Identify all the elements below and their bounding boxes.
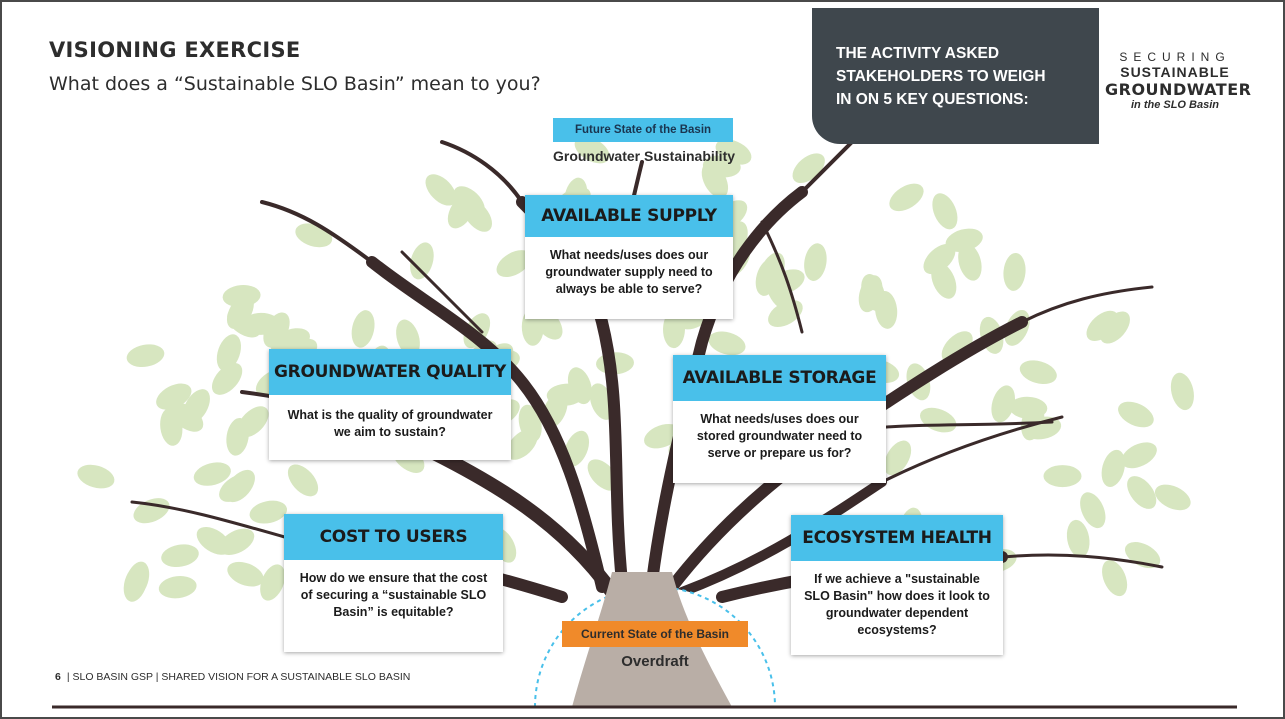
leaf (931, 262, 957, 299)
question-box-supply: AVAILABLE SUPPLY What needs/uses does ou… (525, 195, 733, 319)
leaf (1121, 442, 1157, 469)
leaf (1019, 360, 1057, 384)
leaf (1124, 542, 1161, 569)
leaf (1009, 396, 1048, 419)
leaf (1127, 476, 1157, 509)
question-box-cost: COST TO USERS How do we ensure that the … (284, 514, 503, 652)
leaf (1118, 401, 1154, 428)
leaf (574, 136, 610, 164)
leaf (170, 402, 204, 432)
question-text: What needs/uses does our groundwater sup… (545, 248, 713, 296)
leaf (425, 174, 457, 206)
leaf (216, 334, 242, 371)
leaf (1154, 484, 1191, 511)
leaf (133, 498, 170, 524)
slide-title: VISIONING EXERCISE (49, 38, 301, 62)
leaf (1003, 252, 1026, 291)
leaf (858, 275, 883, 313)
current-state-tag: Current State of the Basin (562, 621, 748, 647)
leaf (351, 310, 375, 348)
callout-line: IN ON 5 KEY QUESTIONS: (836, 91, 1029, 108)
leaf (287, 464, 319, 497)
question-text: If we achieve a "sustainable SLO Basin" … (804, 572, 990, 637)
leaf (125, 561, 150, 599)
question-title: AVAILABLE SUPPLY (525, 195, 733, 237)
logo-line: SUSTAINABLE (1120, 64, 1230, 80)
leaf (662, 310, 686, 349)
leaf (644, 423, 681, 449)
slide-footer: 6 | SLO BASIN GSP | SHARED VISION FOR A S… (55, 671, 410, 683)
leaf (447, 193, 475, 229)
leaf (923, 243, 956, 275)
leaf (804, 243, 827, 281)
future-state-tag: Future State of the Basin (553, 118, 733, 142)
leaf (161, 544, 199, 568)
question-title: AVAILABLE STORAGE (673, 355, 886, 401)
footer-separator: | (66, 671, 73, 683)
question-title: COST TO USERS (284, 514, 503, 560)
leaf (1066, 519, 1090, 558)
leaf (496, 250, 532, 278)
leaf (156, 383, 192, 410)
leaf (260, 564, 286, 601)
leaf (958, 243, 982, 281)
leaf (249, 500, 288, 524)
question-box-quality: GROUNDWATER QUALITY What is the quality … (269, 349, 511, 460)
question-text: What needs/uses does our stored groundwa… (696, 412, 863, 460)
leaf (158, 576, 197, 599)
leaf (227, 561, 264, 587)
leaf (219, 473, 253, 502)
question-box-ecosystem: ECOSYSTEM HEALTH If we achieve a "sustai… (791, 515, 1003, 655)
leaf (567, 367, 592, 405)
callout-line: THE ACTIVITY ASKED (836, 45, 1000, 62)
leaf (991, 385, 1015, 423)
callout-line: STAKEHOLDERS TO WEIGH (836, 68, 1046, 85)
leaf (1170, 372, 1194, 411)
page-number: 6 (55, 671, 61, 683)
leaf (1100, 311, 1130, 344)
leaf (874, 290, 898, 329)
leaf (889, 183, 924, 212)
leaf (193, 462, 231, 486)
question-title: GROUNDWATER QUALITY (269, 349, 511, 395)
leaf (1101, 449, 1126, 487)
project-logo: SECURING SUSTAINABLE GROUNDWATER in the … (1105, 50, 1252, 111)
logo-line: in the SLO Basin (1130, 99, 1219, 111)
leaf (506, 429, 538, 460)
leaf (227, 309, 261, 338)
logo-line: SECURING (1119, 50, 1231, 64)
leaf (932, 193, 958, 230)
leaf (396, 319, 420, 357)
footer-text: SLO BASIN GSP | SHARED VISION FOR A SUST… (72, 671, 411, 683)
leaf (715, 139, 752, 165)
question-title: ECOSYSTEM HEALTH (791, 515, 1003, 561)
leaf (708, 331, 746, 356)
logo-line: GROUNDWATER (1105, 80, 1252, 99)
question-text: How do we ensure that the cost of securi… (299, 571, 488, 619)
leaf (920, 407, 957, 433)
current-state-caption: Overdraft (621, 653, 689, 670)
leaf (1102, 560, 1128, 597)
leaf (884, 440, 912, 476)
leaf (410, 242, 434, 280)
leaf (211, 362, 243, 395)
question-text: What is the quality of groundwater we ai… (287, 408, 493, 439)
question-box-storage: AVAILABLE STORAGE What needs/uses does o… (673, 355, 886, 483)
leaf (945, 228, 983, 253)
leaf (1043, 465, 1082, 488)
slide-subtitle: What does a “Sustainable SLO Basin” mean… (49, 73, 541, 95)
leaf (237, 406, 269, 438)
future-state-caption: Groundwater Sustainability (552, 148, 736, 164)
activity-callout: THE ACTIVITY ASKED STAKEHOLDERS TO WEIGH… (812, 8, 1099, 144)
leaf (77, 464, 115, 489)
leaf (126, 344, 165, 368)
leaf (219, 528, 255, 555)
leaf (1080, 492, 1106, 529)
